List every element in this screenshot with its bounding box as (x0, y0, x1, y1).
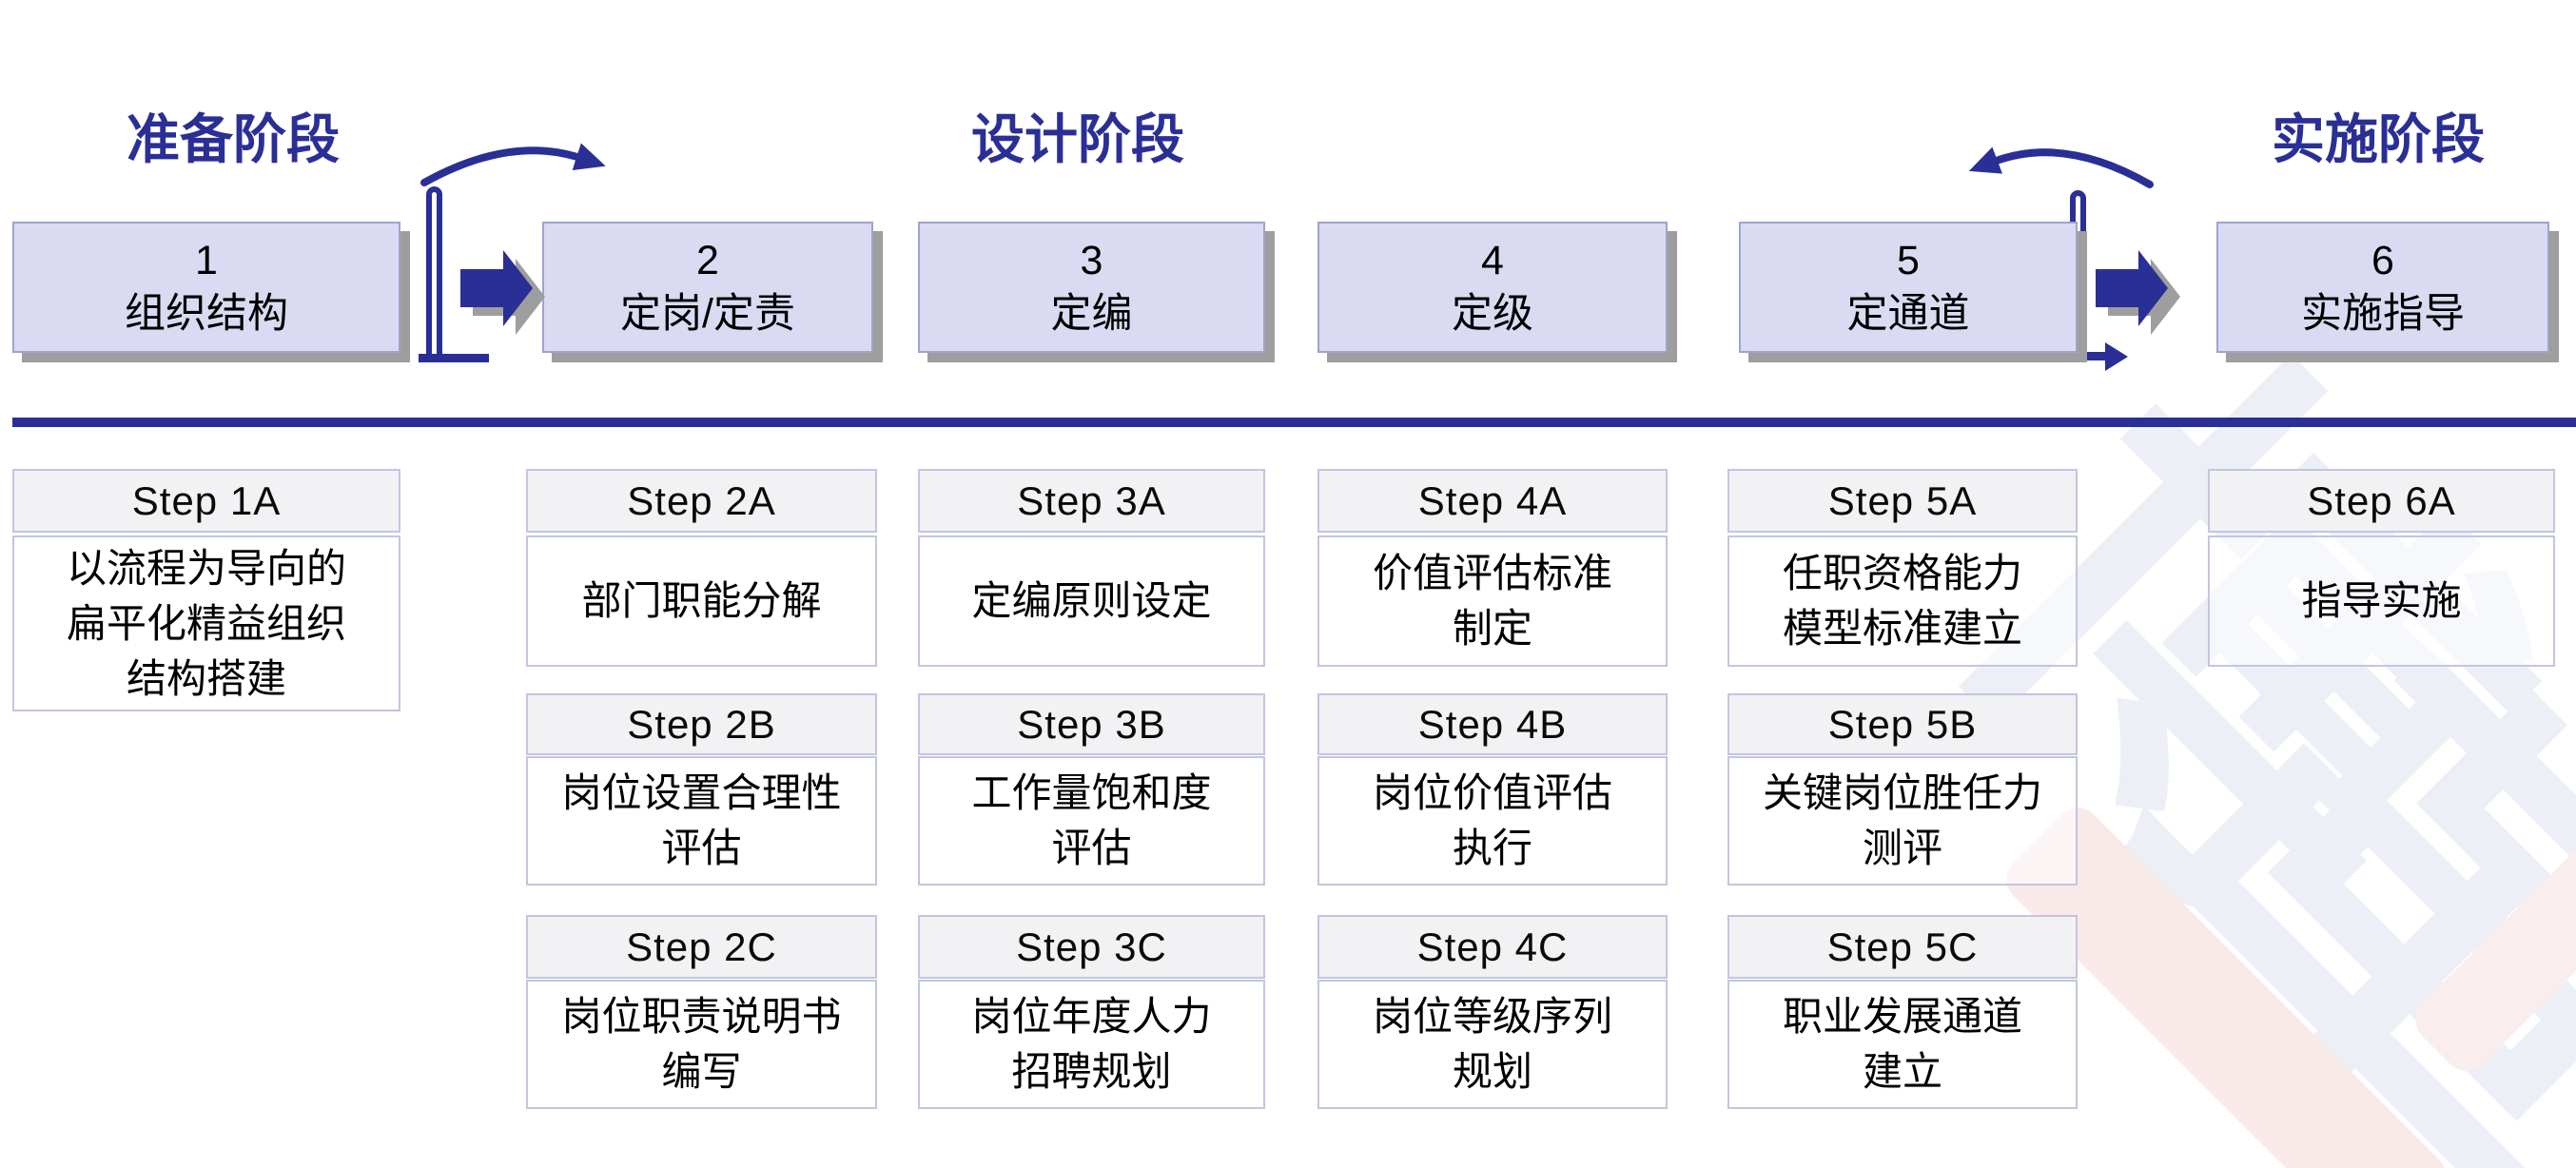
step-6a-body: 指导实施 (2208, 535, 2555, 667)
step-title: Step 2B (627, 701, 776, 747)
phase-box-number: 1 (195, 238, 218, 283)
step-5a-header: Step 5A (1727, 469, 2078, 533)
phase-box-label: 定岗/定责 (620, 291, 795, 337)
phase-box-number: 6 (2371, 238, 2394, 283)
step-2c-header: Step 2C (526, 915, 877, 979)
step-text: 指导实施 (2301, 578, 2462, 623)
step-1a-header: Step 1A (12, 469, 400, 533)
step-5b-body: 关键岗位胜任力 测评 (1727, 756, 2078, 886)
step-2c-body: 岗位职责说明书 编写 (526, 980, 877, 1109)
step-3b-header: Step 3B (918, 693, 1265, 755)
phase-box-number: 5 (1897, 238, 1920, 283)
watermark-pink-shape (2406, 831, 2576, 1080)
step-4c-body: 岗位等级序列 规划 (1317, 980, 1668, 1109)
phase-box-label: 定编 (1050, 291, 1133, 337)
step-2b-header: Step 2B (526, 693, 877, 755)
step-title: Step 2A (627, 477, 776, 523)
step-text: 任职资格能力 模型标准建立 (1782, 551, 2022, 651)
step-4b-body: 岗位价值评估 执行 (1317, 756, 1668, 886)
step-3a-header: Step 3A (918, 469, 1265, 533)
step-5b-header: Step 5B (1727, 693, 2078, 755)
step-text: 工作量饱和度 评估 (971, 770, 1212, 870)
phase-box-label: 定级 (1452, 291, 1533, 337)
step-5a-body: 任职资格能力 模型标准建立 (1727, 535, 2078, 667)
phase-box-1: 1 组织结构 (12, 222, 400, 353)
step-title: Step 3B (1017, 701, 1166, 747)
step-3c-body: 岗位年度人力 招聘规划 (918, 980, 1265, 1109)
phase-box-label: 组织结构 (125, 291, 288, 337)
step-title: Step 4C (1416, 924, 1569, 969)
step-text: 关键岗位胜任力 测评 (1762, 770, 2042, 870)
phase-label-preparation: 准备阶段 (127, 109, 340, 169)
step-title: Step 1A (131, 477, 282, 523)
step-3c-header: Step 3C (918, 915, 1265, 979)
step-3a-body: 定编原则设定 (918, 535, 1265, 667)
flow-arrow-icon (2096, 250, 2180, 335)
watermark-glyph: 革 (2065, 580, 2576, 1168)
phase-divider-base (419, 354, 489, 362)
step-text: 岗位价值评估 执行 (1372, 770, 1612, 870)
phase-box-4: 4 定级 (1317, 222, 1668, 353)
phase-box-2: 2 定岗/定责 (542, 222, 873, 353)
phase-box-number: 4 (1481, 238, 1504, 283)
step-title: Step 5C (1826, 924, 1979, 969)
step-2b-body: 岗位设置合理性 评估 (526, 756, 877, 886)
step-4a-header: Step 4A (1317, 469, 1668, 533)
phase-rail-divider (12, 418, 2576, 427)
curve-arrow-right-icon (420, 143, 606, 186)
phase-label-design: 设计阶段 (971, 109, 1184, 169)
curve-arrow-left-icon (1968, 146, 2154, 188)
phase-box-number: 2 (696, 238, 719, 283)
phase-box-3: 3 定编 (918, 222, 1265, 353)
phase-divider-arrow-icon (2105, 342, 2128, 371)
step-3b-body: 工作量饱和度 评估 (918, 756, 1265, 886)
step-4c-header: Step 4C (1317, 915, 1668, 979)
step-text: 岗位等级序列 规划 (1372, 994, 1612, 1094)
step-text: 定编原则设定 (971, 578, 1212, 623)
step-title: Step 5A (1827, 477, 1978, 523)
step-title: Step 3C (1016, 924, 1167, 969)
step-text: 部门职能分解 (581, 578, 822, 623)
step-1a-body: 以流程为导向的 扁平化精益组织 结构搭建 (12, 535, 400, 711)
step-text: 岗位年度人力 招聘规划 (971, 994, 1212, 1094)
step-text: 职业发展通道 建立 (1782, 994, 2022, 1094)
step-title: Step 2C (626, 924, 777, 969)
step-2a-body: 部门职能分解 (526, 535, 877, 667)
phase-box-number: 3 (1080, 238, 1103, 283)
step-text: 岗位设置合理性 评估 (561, 770, 842, 870)
step-5c-header: Step 5C (1727, 915, 2078, 979)
step-title: Step 4B (1417, 701, 1568, 747)
phase-divider-post (426, 186, 442, 355)
step-2a-header: Step 2A (526, 469, 877, 533)
step-5c-body: 职业发展通道 建立 (1727, 980, 2078, 1109)
step-text: 价值评估标准 制定 (1372, 551, 1612, 651)
step-text: 岗位职责说明书 编写 (561, 994, 842, 1094)
step-title: Step 4A (1417, 477, 1568, 523)
step-title: Step 5B (1827, 701, 1978, 747)
step-6a-header: Step 6A (2208, 469, 2555, 533)
flow-arrow-icon (460, 250, 545, 335)
step-4a-body: 价值评估标准 制定 (1317, 535, 1668, 667)
step-4b-header: Step 4B (1317, 693, 1668, 755)
step-text: 以流程为导向的 扁平化精益组织 结构搭建 (66, 545, 346, 701)
phase-box-6: 6 实施指导 (2216, 222, 2549, 353)
step-title: Step 6A (2307, 477, 2456, 523)
phase-label-implementation: 实施阶段 (2272, 109, 2485, 169)
phase-divider-base (2062, 352, 2106, 360)
step-title: Step 3A (1017, 477, 1166, 523)
phase-box-5: 5 定通道 (1739, 222, 2078, 353)
phase-box-label: 实施指导 (2301, 291, 2465, 337)
phase-box-label: 定通道 (1846, 291, 1970, 337)
